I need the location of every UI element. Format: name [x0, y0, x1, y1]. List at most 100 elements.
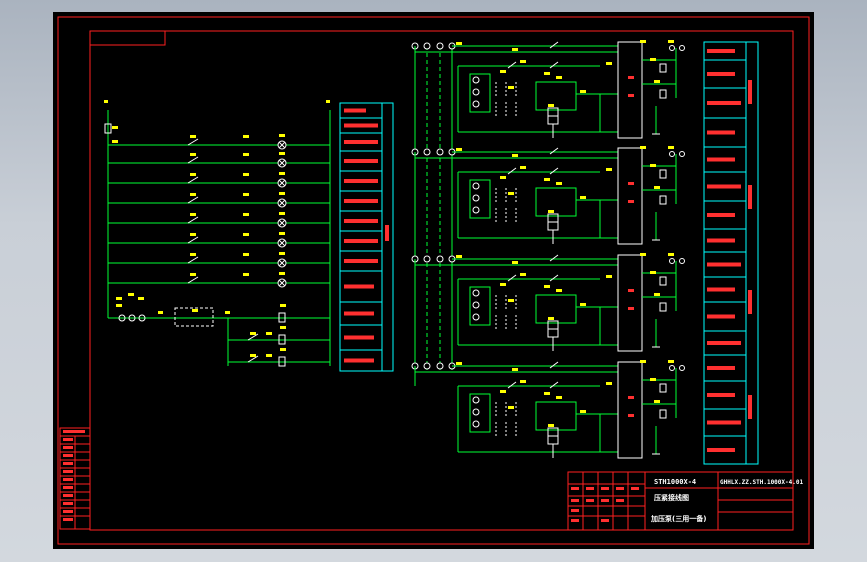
annotation-mark: [707, 184, 741, 189]
wire-label: [654, 293, 660, 296]
wire-label: [556, 289, 562, 292]
breaker-contact: [549, 361, 559, 369]
wire-label: [279, 252, 285, 255]
switch-contact: [187, 196, 199, 204]
pump-unit-4: [411, 360, 685, 459]
wire-label: [606, 275, 612, 278]
annotation-mark: [707, 287, 735, 292]
function-label-mark: [344, 179, 378, 183]
wire-label: [520, 380, 526, 383]
wire-label: [190, 233, 196, 236]
function-label-mark: [344, 108, 366, 113]
wire-label: [556, 396, 562, 399]
wire-label: [548, 424, 554, 427]
revision-table: [59, 427, 91, 530]
drawing-number: GHHLX.ZZ.STH.1000X-4.01: [720, 479, 803, 486]
wire-label: [279, 152, 285, 155]
annotation-mark: [707, 448, 735, 452]
wire-label: [668, 40, 674, 43]
function-label-mark: [344, 159, 378, 163]
group-heading-mark: [748, 185, 752, 209]
function-label-mark: [344, 239, 378, 243]
wire-label: [190, 273, 196, 276]
wire-label: [640, 360, 646, 363]
bottom-rung-labels: [116, 293, 286, 357]
wire-label: [190, 253, 196, 256]
wire-label: [640, 40, 646, 43]
annotation-mark: [707, 238, 735, 243]
drawing-number-tab: [89, 30, 166, 46]
wire-label: [279, 172, 285, 175]
converter-box: [617, 41, 643, 139]
model-number: STH1000X-4: [654, 478, 696, 486]
function-label-mark: [344, 199, 378, 203]
bus-terminal: [436, 255, 444, 263]
wire-label: [500, 283, 506, 286]
annotation-mark: [707, 130, 735, 135]
output-relay: [659, 195, 667, 205]
drawing-name: 压紧接线图: [654, 493, 689, 502]
wire-label: [548, 104, 554, 107]
wire-label: [650, 271, 656, 274]
breaker-contact: [549, 254, 559, 262]
wire-label: [512, 368, 518, 371]
indicator-rung: [108, 192, 330, 208]
wire-label: [279, 134, 285, 137]
function-label-mark: [344, 123, 378, 128]
function-label-mark: [344, 311, 374, 316]
wire-label: [580, 303, 586, 306]
wire-label: [456, 42, 462, 45]
wire-label: [508, 406, 514, 409]
wire-label: [520, 166, 526, 169]
wire-label: [243, 233, 249, 236]
annotation-mark: [707, 213, 735, 217]
bottom-control-rungs: [108, 307, 330, 367]
wire-label: [654, 80, 660, 83]
right-annotation-column: [703, 41, 759, 465]
title-block: [567, 471, 794, 531]
function-label-mark: [344, 140, 378, 144]
annotation-mark: [707, 341, 741, 345]
drawing-sheet: [53, 12, 814, 549]
converter-box: [617, 147, 643, 245]
annotation-mark: [707, 366, 735, 370]
title-block-marks: [571, 487, 639, 522]
wire-label: [190, 193, 196, 196]
indicator-rung: [108, 152, 330, 168]
pump-starter-units: [411, 40, 685, 459]
breaker-contact: [549, 147, 559, 155]
inner-frame: [89, 30, 794, 531]
indicator-rung: [108, 252, 330, 268]
wire-label: [279, 212, 285, 215]
outer-frame: [57, 16, 810, 545]
wire-label: [243, 213, 249, 216]
wire-label: [508, 192, 514, 195]
power-bus: [414, 46, 453, 370]
wire-label: [580, 90, 586, 93]
wire-label: [650, 58, 656, 61]
bus-terminal: [423, 42, 431, 50]
switch-contact: [187, 176, 199, 184]
wire-label: [544, 285, 550, 288]
wire-label: [512, 261, 518, 264]
wire-label: [500, 176, 506, 179]
wire-label: [640, 253, 646, 256]
wire-label: [243, 173, 249, 176]
bus-terminal: [436, 362, 444, 370]
wire-label: [544, 392, 550, 395]
breaker-contact: [549, 41, 559, 49]
indicator-rung: [108, 172, 330, 188]
bus-terminal: [423, 148, 431, 156]
switch-contact: [187, 256, 199, 264]
annotation-mark: [707, 157, 735, 162]
wire-label: [548, 210, 554, 213]
wire-label: [520, 60, 526, 63]
annotation-mark: [707, 49, 735, 53]
wire-label: [640, 146, 646, 149]
bus-terminal: [423, 255, 431, 263]
wire-label: [279, 192, 285, 195]
bus-terminal: [436, 42, 444, 50]
switch-contact: [187, 138, 199, 146]
wire-label: [279, 272, 285, 275]
